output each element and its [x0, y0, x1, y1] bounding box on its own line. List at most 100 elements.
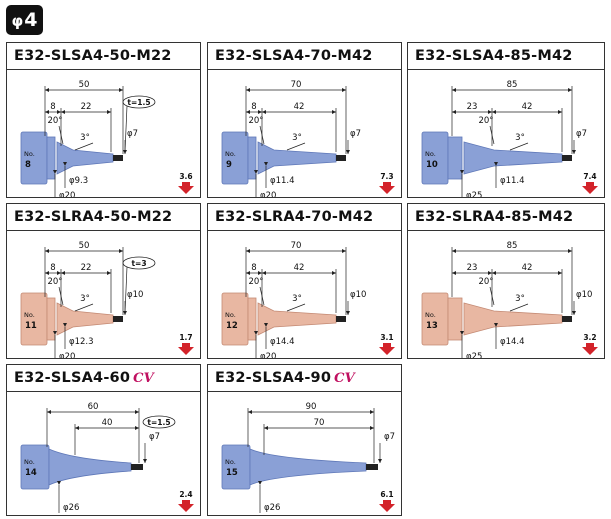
total-dim: [248, 410, 374, 414]
tip-diameter: φ7: [576, 129, 587, 139]
taper-label: 3°: [80, 294, 90, 304]
tip-diameter: φ10: [350, 290, 366, 300]
total-dim-head-right: [370, 410, 374, 414]
panel-title: E32-SLSA4-85-M42: [408, 43, 604, 70]
total-dim-head-right: [568, 88, 572, 92]
page-reference[interactable]: 7.3: [379, 172, 395, 194]
no-label: No.: [225, 311, 236, 319]
nozzle-collar: [247, 297, 257, 341]
no-label: No.: [225, 150, 236, 158]
b-dim-head-left: [492, 271, 496, 275]
down-arrow-icon[interactable]: [379, 182, 395, 194]
base-arrow: [53, 170, 57, 197]
mid-arrow: [264, 162, 268, 188]
a-dim-head-right: [258, 110, 262, 114]
b-dim: [492, 271, 562, 275]
base-diameter: φ25: [466, 191, 482, 197]
base-arrow-head: [460, 331, 464, 335]
a-dim: [246, 110, 262, 114]
phi-symbol: φ: [11, 12, 24, 30]
total-length: 50: [79, 80, 90, 90]
down-arrow-icon[interactable]: [379, 343, 395, 355]
page-reference[interactable]: 3.1: [379, 333, 395, 355]
nozzle-body: [421, 292, 572, 346]
dim-a: 8: [50, 263, 55, 273]
down-arrow-icon[interactable]: [178, 343, 194, 355]
total-dim-head-left: [47, 410, 51, 414]
taper-leader: [286, 303, 306, 312]
nozzle-collar: [447, 297, 463, 341]
total-length: 50: [79, 241, 90, 251]
no-label: No.: [425, 311, 436, 319]
dim-b: 22: [81, 102, 92, 112]
base-arrow-head: [258, 481, 262, 485]
total-length: 85: [507, 241, 518, 251]
nozzle-taper: [56, 302, 114, 336]
a-dim-head-left: [246, 271, 250, 275]
page-number: 3.6: [179, 172, 192, 181]
size-value: 4: [24, 9, 38, 31]
nozzle-base: [421, 131, 449, 185]
page-reference[interactable]: 6.1: [379, 490, 395, 512]
dim-a: 8: [251, 102, 256, 112]
b-dim-head-right: [107, 271, 111, 275]
nozzle-base: [20, 131, 48, 185]
dim-b: 22: [81, 263, 92, 273]
nozzle-tip: [562, 155, 572, 161]
down-arrow-icon[interactable]: [582, 182, 598, 194]
nozzle-number: 11: [25, 321, 37, 331]
page-reference[interactable]: 1.7: [178, 333, 194, 355]
mid-diameter: φ11.4: [500, 176, 525, 186]
dim-a: 23: [467, 263, 478, 273]
base-arrow: [57, 481, 61, 513]
tip-arrow: [378, 443, 382, 463]
page-reference[interactable]: 7.4: [582, 172, 598, 194]
total-dim-head-left: [248, 410, 252, 414]
mid-arrow: [264, 323, 268, 349]
total-dim-head-right: [342, 249, 346, 253]
base-arrow: [460, 331, 464, 358]
taper-leader: [286, 142, 306, 151]
base-diameter: φ20: [260, 191, 276, 197]
total-length: 70: [291, 80, 302, 90]
nozzle-body: [221, 444, 378, 490]
dim-a: 8: [251, 263, 256, 273]
page-reference[interactable]: 3.6: [178, 172, 194, 194]
base-diameter: φ26: [264, 503, 280, 513]
nozzle-base: [221, 131, 249, 185]
down-arrow-icon[interactable]: [178, 182, 194, 194]
down-arrow-icon[interactable]: [582, 343, 598, 355]
total-dim-head-left: [246, 88, 250, 92]
nozzle-number: 10: [426, 160, 438, 170]
total-dim-head-left: [452, 249, 456, 253]
no-label: No.: [425, 150, 436, 158]
a-dim-head-right: [57, 110, 61, 114]
page-reference[interactable]: 2.4: [178, 490, 194, 512]
dim-b: 42: [522, 102, 533, 112]
tip-arrow-head: [572, 150, 576, 154]
nozzle-body: [221, 131, 346, 185]
total-dim-head-left: [45, 88, 49, 92]
base-arrow: [460, 170, 464, 197]
no-label: No.: [24, 311, 35, 319]
b-dim-head-left: [262, 271, 266, 275]
total-dim: [452, 249, 572, 253]
page-reference[interactable]: 3.2: [582, 333, 598, 355]
nozzle-collar: [247, 136, 257, 180]
tip-arrow-head: [346, 150, 350, 154]
page-number: 1.7: [179, 333, 192, 342]
b-dim-head-right: [370, 426, 374, 430]
down-arrow-icon[interactable]: [178, 500, 194, 512]
taper-leader: [74, 142, 94, 151]
nozzle-body: [421, 131, 572, 185]
down-arrow-icon[interactable]: [379, 500, 395, 512]
total-dim-head-left: [452, 88, 456, 92]
a-dim: [45, 271, 61, 275]
a-dim-head-left: [45, 271, 49, 275]
angle-label: 20°: [47, 116, 62, 126]
dim-b: 42: [294, 102, 305, 112]
thickness-leader: [124, 105, 128, 153]
